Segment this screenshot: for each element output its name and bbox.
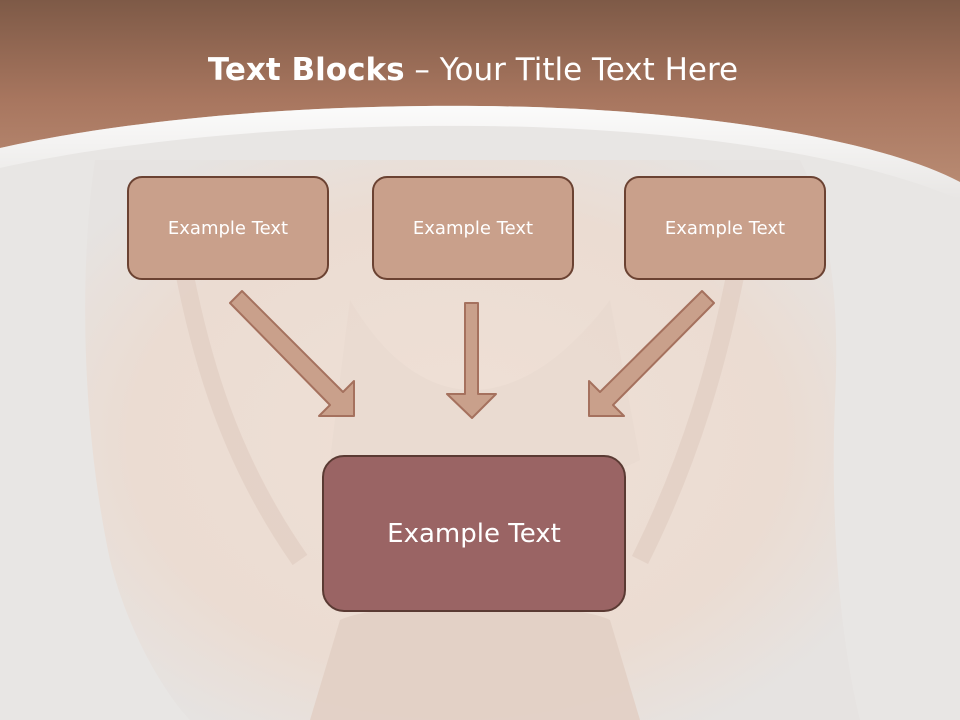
- top-box-right: Example Text: [624, 176, 826, 280]
- arrow-center-down: [446, 302, 497, 419]
- arrow-right-diagonal: [588, 290, 715, 417]
- top-box-center: Example Text: [372, 176, 574, 280]
- title-bold: Text Blocks: [207, 52, 405, 88]
- top-box-center-text: Example Text: [412, 217, 534, 239]
- top-box-left: Example Text: [127, 176, 329, 280]
- arrow-left-diagonal: [229, 290, 355, 417]
- bottom-box: Example Text: [322, 455, 626, 612]
- bottom-box-text: Example Text: [387, 518, 561, 549]
- top-box-left-text: Example Text: [167, 217, 289, 239]
- title-rest: – Your Title Text Here: [414, 52, 739, 88]
- top-box-right-text: Example Text: [664, 217, 786, 239]
- slide-title: Text Blocks – Your Title Text Here: [0, 52, 946, 88]
